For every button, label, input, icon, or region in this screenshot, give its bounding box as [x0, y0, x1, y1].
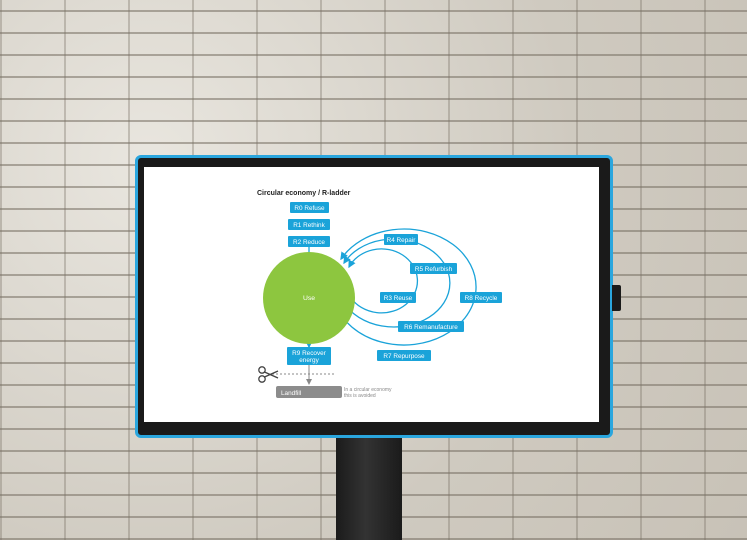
monitor-side-button[interactable] [612, 285, 621, 311]
box-r5-label: R5 Refurbish [415, 266, 453, 273]
loop-middle [343, 238, 451, 328]
box-r3: R3 Reuse [380, 292, 416, 303]
box-r7-label: R7 Repurpose [383, 353, 425, 360]
box-r1: R1 Rethink [288, 219, 330, 230]
r-ladder-diagram: Circular economy / R-ladder Use R0 Refus… [257, 190, 502, 399]
use-label: Use [303, 295, 315, 302]
landfill-box: Landfill [276, 386, 342, 398]
monitor-screen: Circular economy / R-ladder Use R0 Refus… [144, 167, 599, 422]
box-r2: R2 Reduce [288, 236, 330, 247]
note-line2: this is avoided [344, 393, 376, 399]
use-circle [263, 252, 355, 344]
box-r0: R0 Refuse [290, 202, 329, 213]
box-r7: R7 Repurpose [377, 350, 431, 361]
box-r3-label: R3 Reuse [384, 295, 413, 302]
box-r1-label: R1 Rethink [293, 222, 325, 229]
box-r0-label: R0 Refuse [294, 205, 325, 212]
loop-outer [335, 228, 477, 346]
box-r6: R6 Remanufacture [398, 321, 464, 332]
box-r9-label-line1: R9 Recover [292, 350, 327, 357]
box-r2-label: R2 Reduce [293, 239, 325, 246]
landfill-label: Landfill [281, 390, 301, 397]
box-r6-label: R6 Remanufacture [404, 324, 458, 331]
diagram-title: Circular economy / R-ladder [257, 190, 351, 197]
loop-inner [348, 248, 419, 314]
box-r8-label: R8 Recycle [465, 295, 498, 302]
scissors-icon [258, 366, 279, 383]
note-line1: In a circular economy [344, 387, 392, 393]
box-r4: R4 Repair [384, 234, 418, 245]
box-r8: R8 Recycle [460, 292, 502, 303]
monitor-stand [336, 430, 402, 540]
box-r9: R9 Recover energy [287, 347, 331, 365]
box-r4-label: R4 Repair [387, 237, 417, 244]
box-r5: R5 Refurbish [410, 263, 457, 274]
box-r9-label-line2: energy [299, 357, 319, 364]
